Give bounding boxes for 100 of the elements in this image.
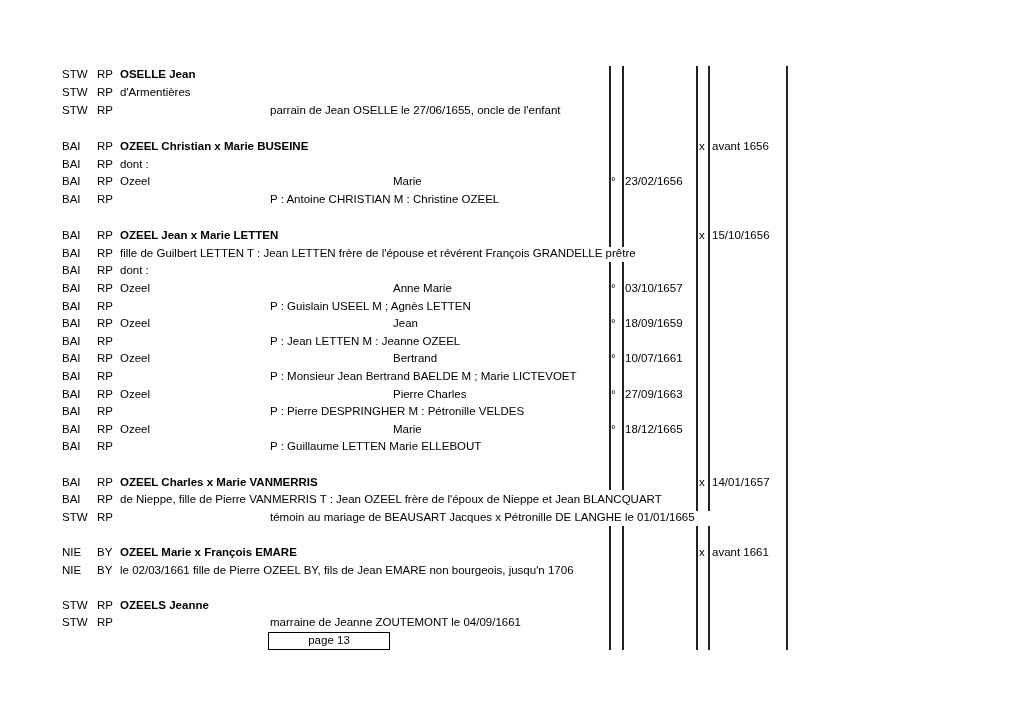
place-code: BAI xyxy=(62,174,81,188)
register-code: RP xyxy=(97,192,113,206)
place-code: BAI xyxy=(62,281,81,295)
entry-text: OZEEL Christian x Marie BUSEINE xyxy=(120,139,309,153)
register-code: RP xyxy=(97,139,113,153)
note-text: parrain de Jean OSELLE le 27/06/1655, oncle de l'enfant xyxy=(270,103,561,117)
register-code: RP xyxy=(97,334,113,348)
place-code: STW xyxy=(62,598,88,612)
place-code: BAI xyxy=(62,439,81,453)
child-name: Anne Marie xyxy=(393,281,452,295)
note-text: P : Guislain USEEL M ; Agnès LETTEN xyxy=(270,299,471,313)
place-code: BAI xyxy=(62,334,81,348)
entry-text: Ozeel xyxy=(120,174,151,188)
child-name: Jean xyxy=(393,316,418,330)
note-text: P : Guillaume LETTEN Marie ELLEBOUT xyxy=(270,439,482,453)
register-code: RP xyxy=(97,316,113,330)
marriage-mark: x xyxy=(699,139,705,153)
child-name: Marie xyxy=(393,174,422,188)
birth-date: 10/07/1661 xyxy=(625,351,683,365)
register-code: RP xyxy=(97,598,113,612)
marriage-date: avant 1656 xyxy=(712,139,769,153)
note-text: P : Antoine CHRISTIAN M : Christine OZEEL xyxy=(270,192,500,206)
register-code: RP xyxy=(97,475,113,489)
birth-mark: ° xyxy=(611,422,616,436)
register-code: RP xyxy=(97,387,113,401)
note-text: P : Jean LETTEN M : Jeanne OZEEL xyxy=(270,334,461,348)
entry-text: OSELLE Jean xyxy=(120,67,196,81)
entry-text: OZEEL Marie x François EMARE xyxy=(120,545,297,559)
child-name: Pierre Charles xyxy=(393,387,467,401)
register-code: RP xyxy=(97,299,113,313)
place-code: BAI xyxy=(62,404,81,418)
register-code: RP xyxy=(97,439,113,453)
note-text: P : Monsieur Jean Bertrand BAELDE M ; Marie LICTEVOET xyxy=(270,369,577,383)
register-code: RP xyxy=(97,157,113,171)
entry-text: d'Armentières xyxy=(120,85,191,99)
place-code: BAI xyxy=(62,157,81,171)
register-code: RP xyxy=(97,85,113,99)
marriage-date: avant 1661 xyxy=(712,545,769,559)
place-code: BAI xyxy=(62,228,81,242)
register-code: RP xyxy=(97,351,113,365)
place-code: STW xyxy=(62,67,88,81)
place-code: BAI xyxy=(62,263,81,277)
marriage-mark: x xyxy=(699,475,705,489)
birth-mark: ° xyxy=(611,351,616,365)
register-code: BY xyxy=(97,563,113,577)
place-code: BAI xyxy=(62,369,81,383)
entry-text: dont : xyxy=(120,157,149,171)
place-code: NIE xyxy=(62,563,82,577)
place-code: BAI xyxy=(62,475,81,489)
place-code: BAI xyxy=(62,422,81,436)
entry-text: Ozeel xyxy=(120,351,151,365)
entry-text: OZEEL Charles x Marie VANMERRIS xyxy=(120,475,318,489)
register-code: RP xyxy=(97,263,113,277)
entry-text: fille de Guilbert LETTEN T : Jean LETTEN frère de l'épouse et révérent François GRANDELLE prêtre xyxy=(120,246,636,260)
birth-mark: ° xyxy=(611,281,616,295)
register-code: RP xyxy=(97,174,113,188)
place-code: BAI xyxy=(62,316,81,330)
place-code: STW xyxy=(62,615,88,629)
register-code: RP xyxy=(97,103,113,117)
register-code: RP xyxy=(97,492,113,506)
entry-text: Ozeel xyxy=(120,387,151,401)
place-code: BAI xyxy=(62,351,81,365)
entry-text: Ozeel xyxy=(120,281,151,295)
entry-text: de Nieppe, fille de Pierre VANMERRIS T : Jean OZEEL frère de l'époux de Nieppe et Jean BLANCQUART xyxy=(120,492,662,506)
place-code: STW xyxy=(62,85,88,99)
register-code: RP xyxy=(97,228,113,242)
register-code: RP xyxy=(97,615,113,629)
register-code: RP xyxy=(97,510,113,524)
place-code: STW xyxy=(62,510,88,524)
place-code: NIE xyxy=(62,545,82,559)
birth-date: 18/12/1665 xyxy=(625,422,683,436)
place-code: BAI xyxy=(62,299,81,313)
birth-mark: ° xyxy=(611,174,616,188)
place-code: BAI xyxy=(62,387,81,401)
birth-mark: ° xyxy=(611,387,616,401)
note-text: marraine de Jeanne ZOUTEMONT le 04/09/1661 xyxy=(270,615,521,629)
register-code: RP xyxy=(97,281,113,295)
marriage-mark: x xyxy=(699,228,705,242)
register-code: RP xyxy=(97,404,113,418)
child-name: Bertrand xyxy=(393,351,438,365)
place-code: BAI xyxy=(62,139,81,153)
entry-text: le 02/03/1661 fille de Pierre OZEEL BY, fils de Jean EMARE non bourgeois, jusqu'n 1706 xyxy=(120,563,574,577)
note-text: P : Pierre DESPRINGHER M : Pétronille VELDES xyxy=(270,404,525,418)
birth-date: 23/02/1656 xyxy=(625,174,683,188)
place-code: BAI xyxy=(62,492,81,506)
place-code: BAI xyxy=(62,246,81,260)
register-code: RP xyxy=(97,67,113,81)
birth-date: 27/09/1663 xyxy=(625,387,683,401)
marriage-date: 14/01/1657 xyxy=(712,475,770,489)
entry-text: Ozeel xyxy=(120,422,151,436)
marriage-mark: x xyxy=(699,545,705,559)
child-name: Marie xyxy=(393,422,422,436)
register-code: RP xyxy=(97,422,113,436)
birth-date: 18/09/1659 xyxy=(625,316,683,330)
place-code: STW xyxy=(62,103,88,117)
birth-date: 03/10/1657 xyxy=(625,281,683,295)
place-code: BAI xyxy=(62,192,81,206)
marriage-date: 15/10/1656 xyxy=(712,228,770,242)
register-code: RP xyxy=(97,369,113,383)
note-text: témoin au mariage de BEAUSART Jacques x Pétronille DE LANGHE le 01/01/1665 xyxy=(270,510,695,524)
